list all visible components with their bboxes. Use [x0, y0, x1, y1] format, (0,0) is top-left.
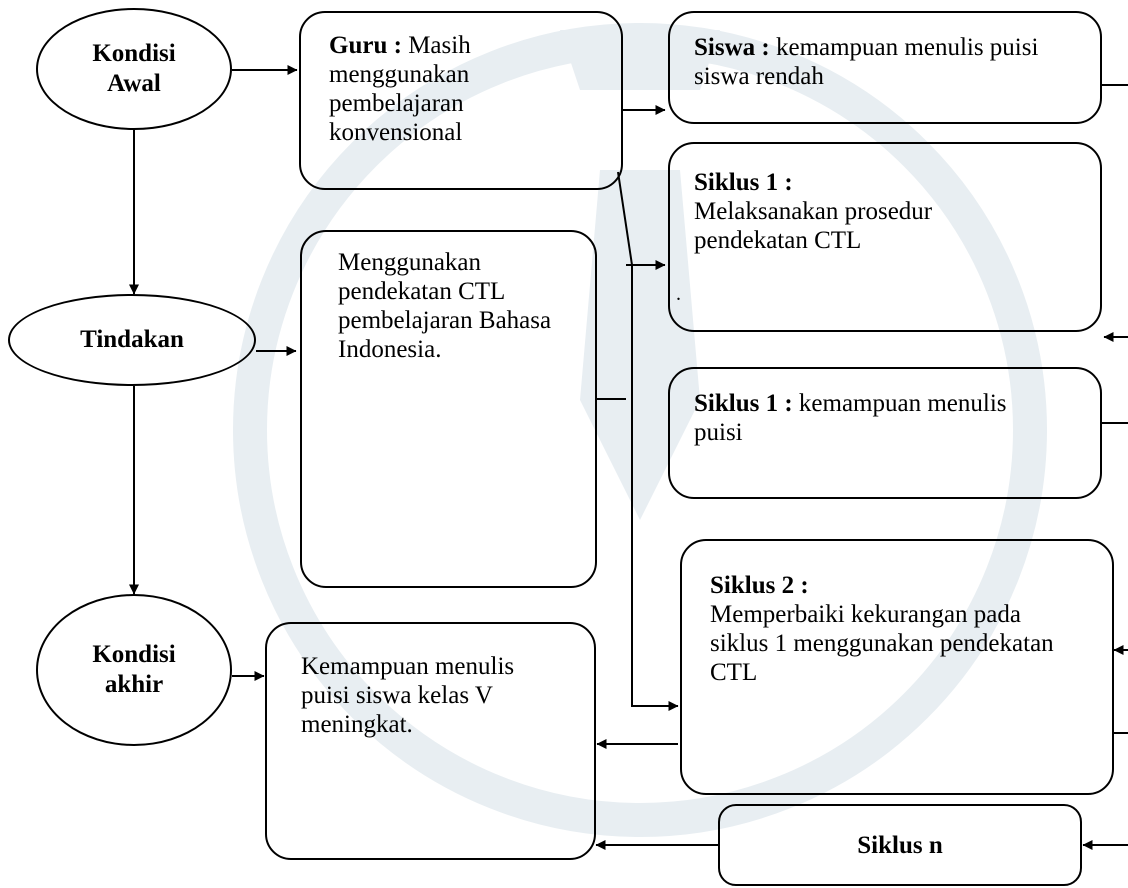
box-siklus-n: Siklus n [718, 804, 1082, 886]
box-guru-text: Masih menggunakan pembelajaran konvensio… [329, 32, 471, 146]
box-siklus1-prosedur-extra: . [676, 283, 681, 305]
node-kondisi-awal-line1: Kondisi [92, 40, 176, 67]
node-kondisi-akhir: Kondisi akhir [36, 594, 232, 746]
box-siswa-text: kemampuan menulis puisi siswa rendah [694, 34, 1039, 90]
node-kondisi-akhir-line2: akhir [104, 671, 164, 698]
box-siklus-n-label: Siklus n [857, 831, 943, 859]
node-kondisi-awal: Kondisi Awal [36, 8, 232, 130]
box-siklus1-hasil: Siklus 1 : kemampuan menulis puisi [668, 367, 1102, 499]
box-siklus2-text: Memperbaiki kekurangan pada siklus 1 men… [710, 601, 1054, 686]
box-siklus1-prosedur: Siklus 1 : Melaksanakan prosedur pendeka… [668, 142, 1102, 332]
node-kondisi-awal-line2: Awal [107, 70, 161, 97]
box-siklus1-prosedur-label: Siklus 1 : [694, 169, 793, 196]
box-siklus1-hasil-text: kemampuan menulis puisi [694, 390, 1007, 446]
box-guru-label: Guru : [329, 32, 402, 59]
box-kondisi-akhir: Kemampuan menulis puisi siswa kelas V me… [265, 622, 596, 860]
box-guru: Guru : Masih menggunakan pembelajaran ko… [299, 11, 623, 190]
connector-guru-to-siklus2 [617, 171, 679, 711]
node-tindakan-label: Tindakan [80, 326, 184, 353]
box-siklus1-hasil-label: Siklus 1 : [694, 390, 793, 417]
node-tindakan: Tindakan [8, 294, 256, 386]
box-siklus2: Siklus 2 : Memperbaiki kekurangan pada s… [680, 539, 1114, 795]
box-siswa: Siswa : kemampuan menulis puisi siswa re… [668, 11, 1102, 124]
node-kondisi-akhir-line1: Kondisi [92, 641, 176, 668]
box-tindakan-text: Menggunakan pendekatan CTL pembelajaran … [338, 249, 552, 363]
box-siklus1-prosedur-text: Melaksanakan prosedur pendekatan CTL [694, 198, 933, 254]
box-siklus2-label: Siklus 2 : [710, 572, 809, 599]
box-siswa-label: Siswa : [694, 34, 770, 61]
box-kondisi-akhir-text: Kemampuan menulis puisi siswa kelas V me… [301, 653, 515, 738]
box-tindakan: Menggunakan pendekatan CTL pembelajaran … [300, 230, 597, 588]
